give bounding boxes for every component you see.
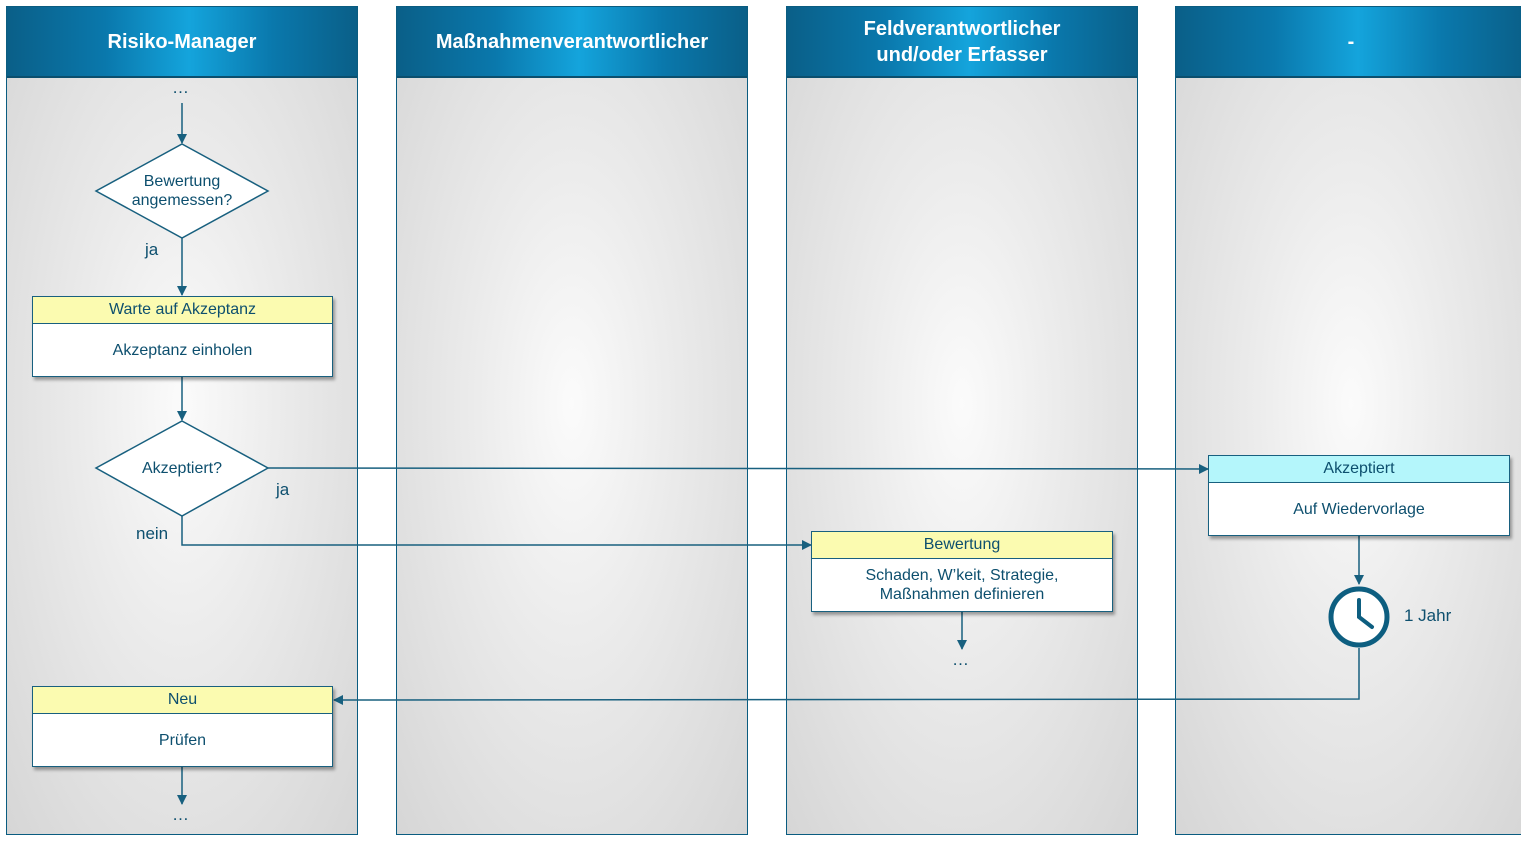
decision-bewertung-angemessen (94, 143, 270, 239)
lane-title: - (1347, 30, 1355, 53)
lane-massnahmenverantwortlicher: Maßnahmenverantwortlicher (396, 6, 748, 835)
lane-header: Risiko-Manager (7, 7, 357, 78)
box-warte-auf-akzeptanz: Warte auf Akzeptanz Akzeptanz einholen (32, 296, 333, 377)
task-label: Akzeptanz einholen (112, 341, 253, 359)
box-bewertung: Bewertung Schaden, W’keit, Strategie, Ma… (811, 531, 1113, 612)
status-label: Warte auf Akzeptanz (33, 297, 332, 324)
task-label: Auf Wiedervorlage (1293, 500, 1425, 518)
label-timer-1-jahr: 1 Jahr (1404, 606, 1452, 625)
arrow-timer-to-neu (333, 648, 1360, 705)
label-ja-akzeptiert: ja (276, 480, 290, 499)
lane-header: - (1176, 7, 1521, 78)
lane-title: Maßnahmenverantwortlicher (435, 30, 709, 53)
decision-akzeptiert-label: Akzeptiert? (141, 460, 223, 477)
lane-placeholder: - (1175, 6, 1521, 835)
status-label: Akzeptiert (1209, 456, 1509, 483)
box-akzeptiert: Akzeptiert Auf Wiedervorlage (1208, 455, 1510, 536)
task-label: Schaden, W’keit, Strategie, Maßnahmen de… (865, 567, 1059, 603)
task-label: Prüfen (158, 731, 207, 749)
label-nein: nein (136, 524, 169, 543)
ellipsis-bewertung: … (952, 650, 969, 669)
clock-icon (1328, 586, 1390, 648)
status-label: Neu (33, 687, 332, 714)
lane-header: Maßnahmenverantwortlicher (397, 7, 747, 78)
lane-header: Feldverantwortlicher und/oder Erfasser (787, 7, 1137, 78)
arrow-ja-to-akzeptiert-box (267, 463, 1209, 474)
ellipsis-top: … (172, 78, 189, 97)
lane-title: Risiko-Manager (107, 30, 257, 53)
decision-bewertung-label: Bewertung angemessen? (131, 173, 233, 209)
lane-feldverantwortlicher: Feldverantwortlicher und/oder Erfasser (786, 6, 1138, 835)
label-ja-bewertung: ja (145, 240, 159, 259)
ellipsis-bottom: … (172, 805, 189, 824)
decision-akzeptiert (94, 420, 270, 517)
box-neu: Neu Prüfen (32, 686, 333, 767)
lane-title: Feldverantwortlicher und/oder Erfasser (863, 17, 1061, 66)
status-label: Bewertung (812, 532, 1112, 559)
arrow-nein-to-bewertung (181, 516, 812, 550)
